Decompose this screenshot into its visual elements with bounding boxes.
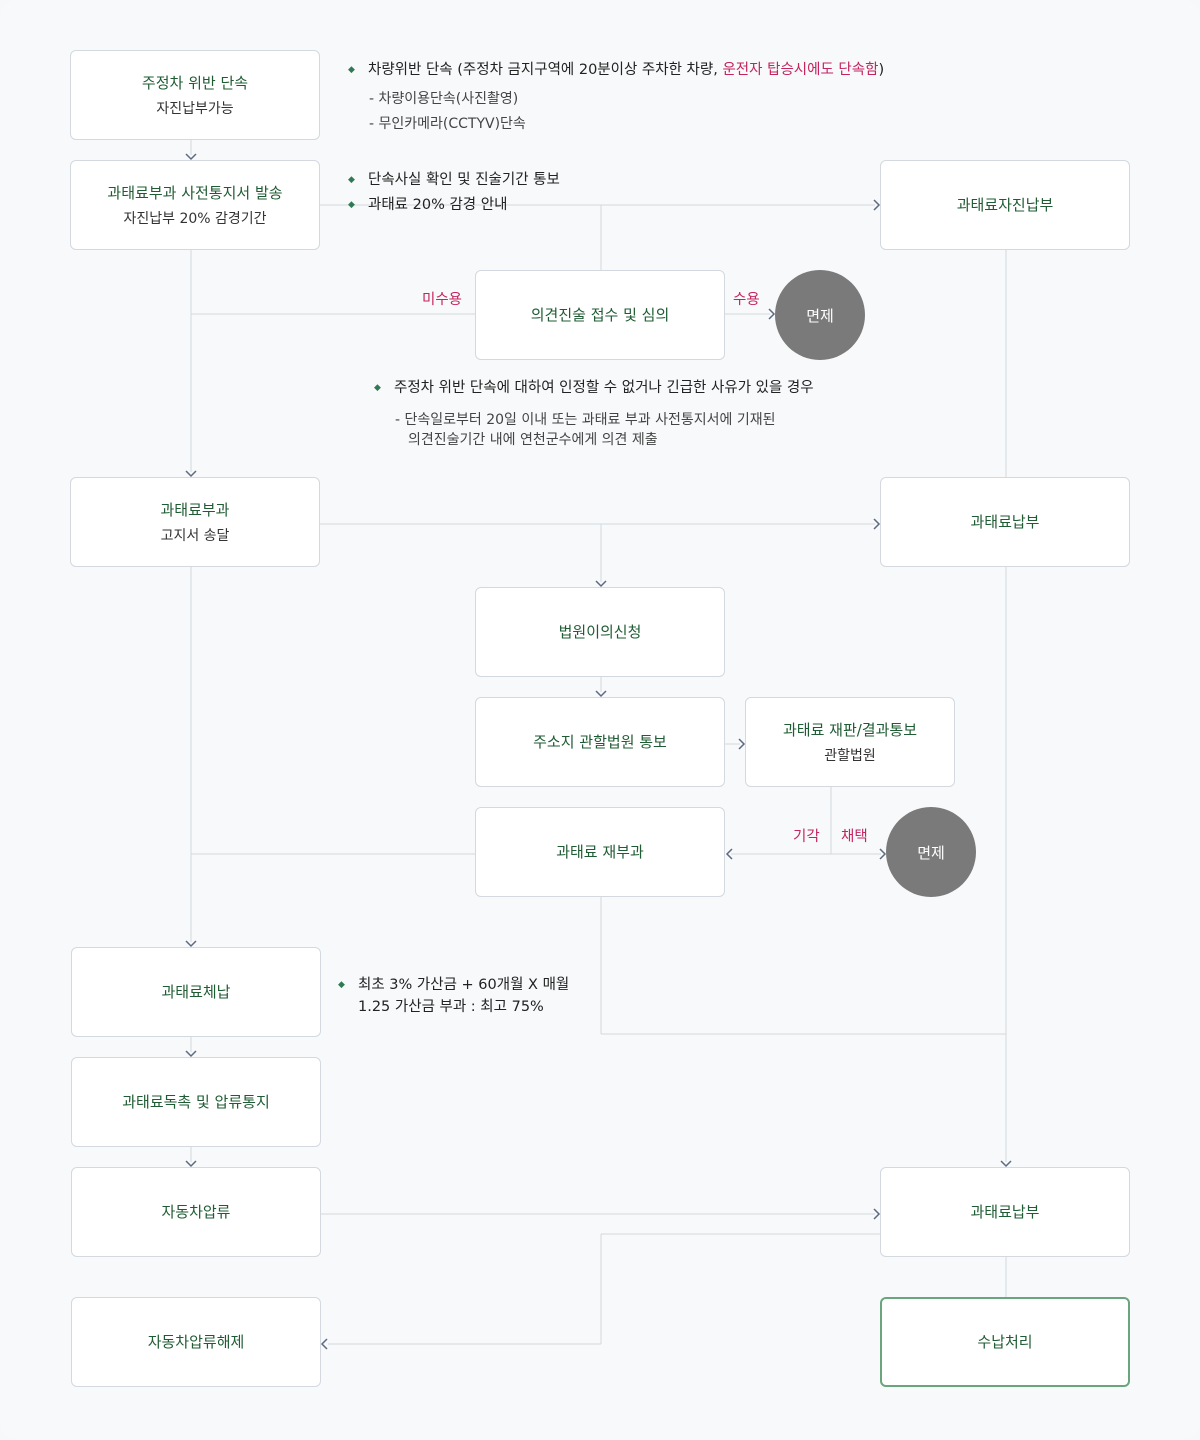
box-title: 과태료 재판/결과통보 (782, 720, 918, 739)
chevron-arrow-icon (768, 308, 776, 320)
chevron-arrow-icon (725, 848, 733, 860)
diamond-bullet-icon: ◆ (374, 383, 381, 393)
exempt-circle-2: 면제 (886, 807, 976, 897)
label-dismissed: 기각 (793, 829, 820, 845)
label-adopted: 채택 (841, 829, 868, 845)
box-title: 의견진술 접수 및 심의 (530, 306, 670, 324)
note-pre-notice-1: ◆ 단속사실 확인 및 진술기간 통보 (348, 170, 560, 190)
note-opinion-sub-2: 의견진술기간 내에 연천군수에게 의견 제출 (408, 432, 658, 448)
note-text: 최초 3% 가산금 + 60개월 X 매월 (358, 977, 570, 993)
box-subtitle: 자진납부가능 (156, 100, 234, 117)
box-title: 자동차압류 (161, 1203, 231, 1221)
box-payment-1: 과태료납부 (880, 477, 1130, 567)
box-subtitle: 자진납부 20% 감경기간 (123, 210, 267, 227)
note-violation-sub-1: - 차량이용단속(사진촬영) (369, 91, 519, 107)
box-title: 과태료독촉 및 압류통지 (122, 1093, 270, 1111)
chevron-arrow-icon (185, 153, 197, 161)
box-imposition: 과태료부과 고지서 송달 (70, 477, 320, 567)
chevron-arrow-icon (185, 470, 197, 478)
box-court-notice: 주소지 관할법원 통보 (475, 697, 725, 787)
box-subtitle: 관할법원 (824, 747, 876, 764)
box-title: 과태료자진납부 (956, 196, 1054, 214)
box-title: 주소지 관할법원 통보 (533, 733, 667, 751)
note-text: 차량위반 단속 (주정차 금지구역에 20분이상 주차한 차량, (368, 62, 723, 78)
label-not-accepted: 미수용 (422, 292, 463, 308)
chevron-arrow-icon (185, 940, 197, 948)
box-court-objection: 법원이의신청 (475, 587, 725, 677)
box-payment-2: 과태료납부 (880, 1167, 1130, 1257)
box-title: 주정차 위반 단속 (141, 73, 249, 92)
note-text: 과태료 20% 감경 안내 (368, 197, 508, 213)
box-trial-result: 과태료 재판/결과통보 관할법원 (745, 697, 955, 787)
box-title: 과태료 재부과 (556, 843, 644, 861)
chevron-arrow-icon (1000, 1160, 1012, 1168)
chevron-arrow-icon (873, 1208, 881, 1220)
chevron-arrow-icon (320, 1338, 328, 1350)
note-opinion-main: ◆ 주정차 위반 단속에 대하여 인정할 수 없거나 긴급한 사유가 있을 경우 (374, 378, 814, 398)
box-pre-notice: 과태료부과 사전통지서 발송 자진납부 20% 감경기간 (70, 160, 320, 250)
chevron-arrow-icon (879, 848, 887, 860)
note-text: 단속사실 확인 및 진술기간 통보 (368, 172, 560, 188)
note-arrears-1: ◆ 최초 3% 가산금 + 60개월 X 매월 (338, 975, 569, 995)
diamond-bullet-icon: ◆ (348, 175, 355, 185)
box-title: 자동차압류해제 (147, 1333, 245, 1351)
box-title: 과태료체납 (161, 983, 231, 1001)
box-receipt: 수납처리 (880, 1297, 1130, 1387)
box-opinion: 의견진술 접수 및 심의 (475, 270, 725, 360)
chevron-arrow-icon (185, 1160, 197, 1168)
label-accepted: 수용 (733, 292, 760, 308)
box-title: 수납처리 (977, 1333, 1033, 1351)
box-title: 과태료납부 (970, 513, 1040, 531)
note-pre-notice-2: ◆ 과태료 20% 감경 안내 (348, 195, 507, 215)
box-title: 과태료부과 사전통지서 발송 (107, 183, 283, 202)
box-seizure: 자동차압류 (71, 1167, 321, 1257)
note-highlight: 운전자 탑승시에도 단속함 (722, 62, 879, 78)
box-subtitle: 고지서 송달 (160, 527, 230, 544)
chevron-arrow-icon (185, 1050, 197, 1058)
chevron-arrow-icon (873, 518, 881, 530)
chevron-arrow-icon (595, 580, 607, 588)
chevron-arrow-icon (595, 690, 607, 698)
exempt-circle-1: 면제 (775, 270, 865, 360)
diamond-bullet-icon: ◆ (348, 200, 355, 210)
box-self-payment: 과태료자진납부 (880, 160, 1130, 250)
note-opinion-sub-1: - 단속일로부터 20일 이내 또는 과태료 부과 사전통지서에 기재된 (395, 412, 776, 428)
box-reimposition: 과태료 재부과 (475, 807, 725, 897)
note-text-end: ) (878, 62, 885, 78)
note-violation-sub-2: - 무인카메라(CCTYV)단속 (369, 116, 526, 132)
box-title: 과태료부과 (160, 500, 230, 519)
box-title: 법원이의신청 (558, 623, 642, 641)
box-seizure-release: 자동차압류해제 (71, 1297, 321, 1387)
box-dunning: 과태료독촉 및 압류통지 (71, 1057, 321, 1147)
diamond-bullet-icon: ◆ (348, 65, 355, 75)
chevron-arrow-icon (738, 738, 746, 750)
box-parking-violation: 주정차 위반 단속 자진납부가능 (70, 50, 320, 140)
note-violation-main: ◆ 차량위반 단속 (주정차 금지구역에 20분이상 주차한 차량, 운전자 탑… (348, 60, 884, 80)
box-arrears: 과태료체납 (71, 947, 321, 1037)
note-arrears-2: 1.25 가산금 부과 : 최고 75% (358, 999, 544, 1015)
chevron-arrow-icon (873, 199, 881, 211)
note-text: 주정차 위반 단속에 대하여 인정할 수 없거나 긴급한 사유가 있을 경우 (394, 380, 814, 396)
diamond-bullet-icon: ◆ (338, 980, 345, 990)
box-title: 과태료납부 (970, 1203, 1040, 1221)
